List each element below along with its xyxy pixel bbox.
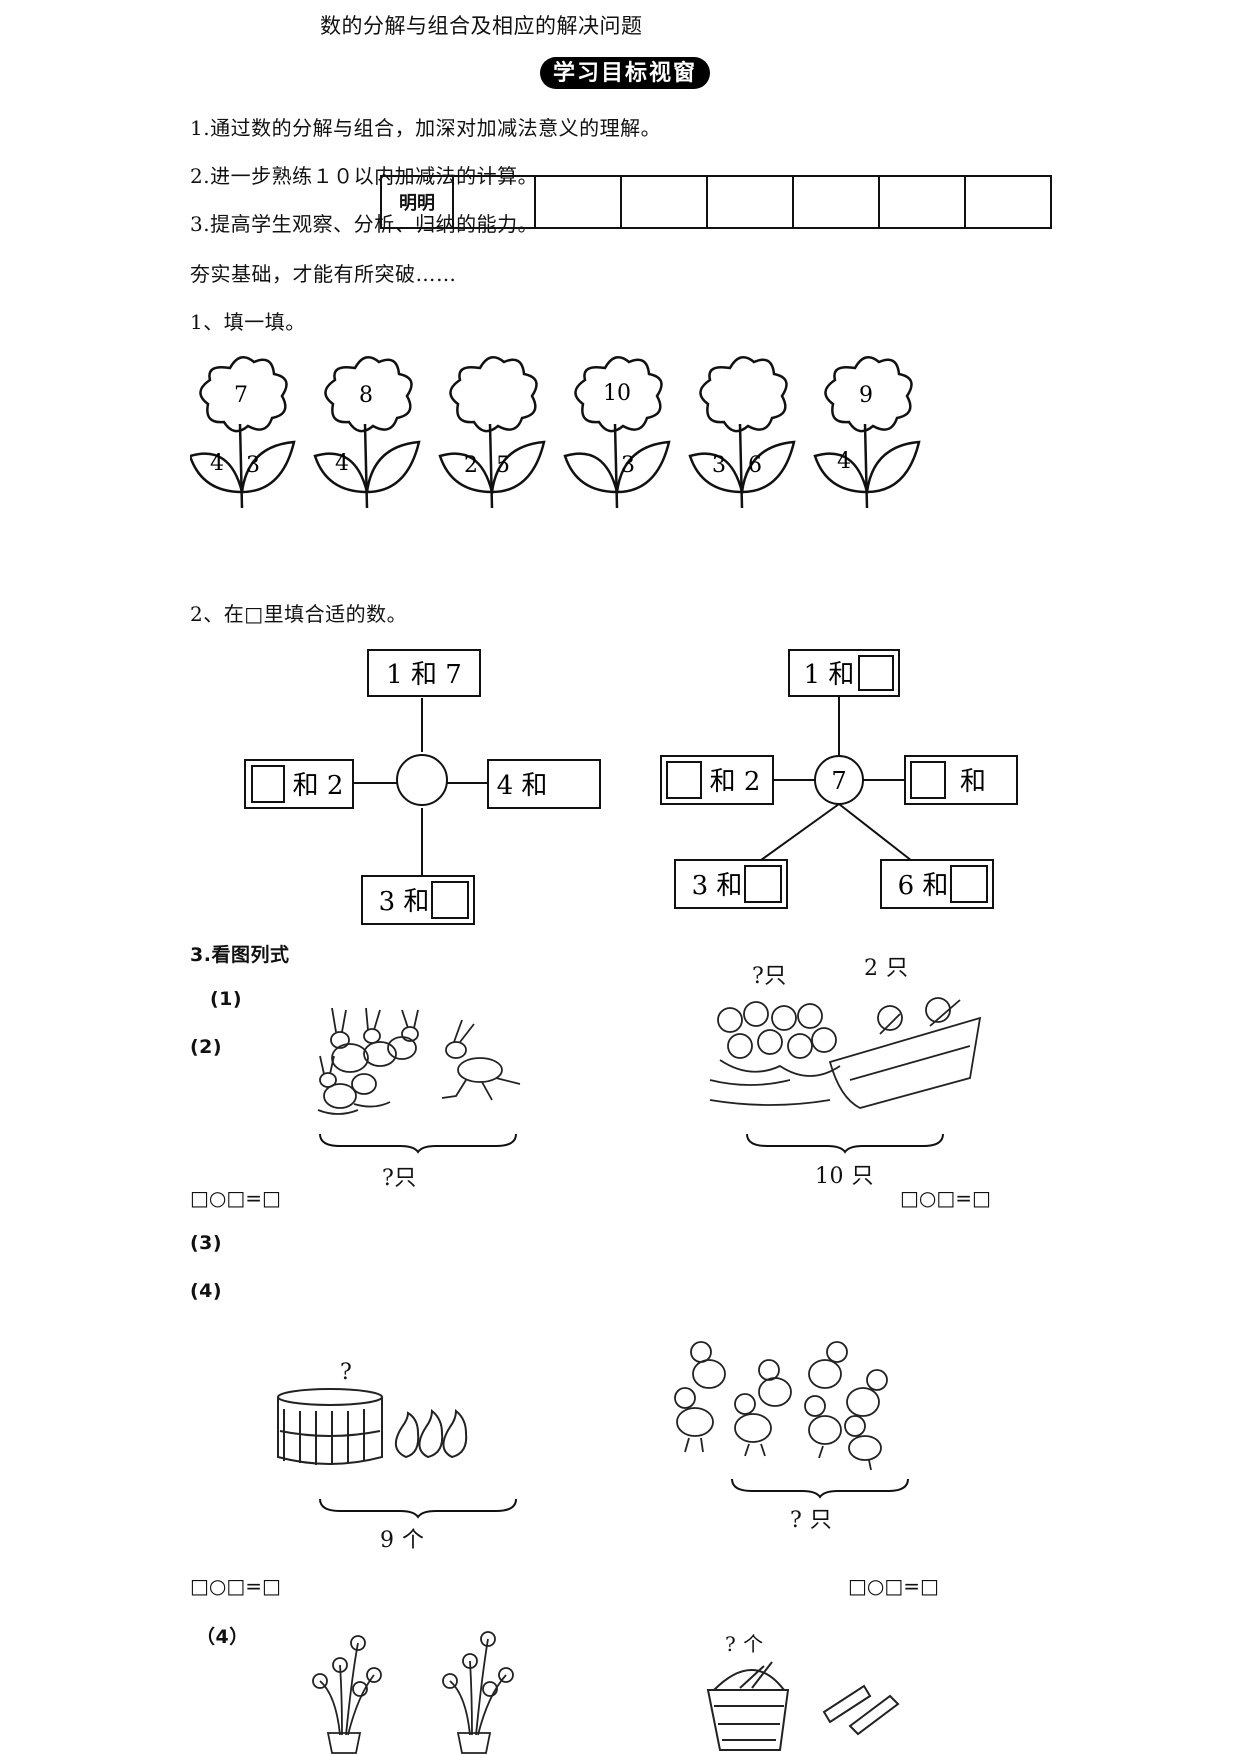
brace	[731, 1478, 909, 1499]
flower-vases-illustration	[312, 1631, 514, 1754]
blank-square[interactable]	[666, 761, 702, 799]
rabbits-illustration	[317, 1007, 521, 1115]
brace	[746, 1133, 944, 1154]
basket-unknown-label: ?	[340, 1360, 353, 1385]
center-circle[interactable]	[396, 754, 448, 806]
sub-1: (1)	[210, 988, 243, 1010]
flowers-figure: 7 4 3 8 4 2 5 10 3 3 6 9 4	[190, 355, 921, 510]
page-title: 数的分解与组合及相应的解决问题	[320, 14, 643, 38]
top-box	[367, 649, 481, 697]
grid-cell[interactable]	[452, 175, 536, 229]
monkeys-boat-illustration	[709, 997, 982, 1109]
grid-cell-name: 明明	[380, 175, 454, 229]
flower-2: 8 4	[313, 355, 421, 510]
q2-label: 2、在□里填合适的数。	[190, 602, 408, 626]
monkeys-two-label: 2 只	[864, 956, 909, 981]
monkeys-unknown-label: ?只	[752, 964, 787, 989]
grid-cell[interactable]	[706, 175, 794, 229]
blank-square[interactable]	[858, 655, 894, 691]
brace	[319, 1133, 517, 1154]
vegetable-basket-illustration	[706, 1661, 900, 1751]
flower-left: 3	[712, 453, 726, 478]
sub-3: (3)	[190, 1232, 223, 1254]
flower-right: 5	[496, 453, 510, 478]
answer-grid: 明明	[380, 175, 1052, 229]
chicks-illustration	[674, 1341, 888, 1470]
flower-5: 3 6	[688, 355, 796, 510]
flower-4: 10 3	[563, 355, 671, 510]
bottom-right-label: 6 和	[898, 871, 949, 901]
blank-square[interactable]	[910, 761, 946, 799]
equation-4[interactable]: □○□=□	[848, 1574, 939, 1598]
brace	[319, 1498, 517, 1519]
flower-3: 2 5	[438, 355, 546, 510]
blank-square[interactable]	[950, 865, 988, 903]
flower-left: 4	[837, 449, 851, 474]
motto: 夯实基础，才能有所突破……	[190, 262, 457, 286]
flower-right: 3	[246, 453, 260, 478]
top-box-label: 1 和	[804, 660, 855, 690]
blank-square[interactable]	[431, 881, 469, 919]
sub-2: (2)	[190, 1036, 223, 1058]
grid-cell[interactable]	[620, 175, 708, 229]
flower-6: 9 4	[813, 355, 921, 510]
monkeys-total-label: 10 只	[815, 1164, 874, 1189]
basket-pears-illustration	[277, 1388, 468, 1465]
rabbits-total-label: ?只	[382, 1166, 417, 1191]
equation-2[interactable]: □○□=□	[900, 1186, 991, 1210]
flower-left: 4	[210, 451, 224, 476]
right-box-label: 4 和	[497, 771, 548, 801]
pears-total-label: 9 个	[380, 1528, 425, 1553]
flower-right: 6	[748, 453, 762, 478]
blank-square[interactable]	[744, 865, 782, 903]
flower-top: 10	[603, 381, 631, 406]
bottom-left-label: 3 和	[692, 871, 743, 901]
right-box	[487, 759, 601, 809]
left-box-label: 和 2	[293, 771, 344, 801]
bottom-box-label: 3 和	[379, 887, 430, 917]
decomposition-diagram-right: 7 1 和 和 2 和 3 和 6 和	[660, 649, 1018, 909]
equation-1[interactable]: □○□=□	[190, 1186, 281, 1210]
q3-label: 3.看图列式	[190, 944, 290, 966]
goal-1: 1.通过数的分解与组合，加深对加减法意义的理解。	[190, 116, 662, 140]
flower-right: 3	[621, 453, 635, 478]
blank-square[interactable]	[251, 765, 285, 803]
learning-goals-badge: 学习目标视窗	[540, 57, 710, 89]
right-box-label: 和	[960, 767, 986, 797]
flower-top: 7	[234, 383, 248, 408]
grid-cell[interactable]	[964, 175, 1052, 229]
chicks-total-label: ? 只	[790, 1508, 833, 1533]
grid-cell[interactable]	[878, 175, 966, 229]
top-box-label: 1 和 7	[386, 660, 462, 690]
sub-4b: （4）	[196, 1626, 249, 1648]
center-value: 7	[831, 767, 846, 795]
grid-cell[interactable]	[534, 175, 622, 229]
equation-3[interactable]: □○□=□	[190, 1574, 281, 1598]
center-circle	[814, 755, 864, 805]
veg-unknown-label: ? 个	[725, 1632, 764, 1656]
left-box-label: 和 2	[710, 767, 761, 797]
flower-left: 4	[335, 451, 349, 476]
flower-left: 2	[464, 453, 478, 478]
flower-1: 7 4 3	[190, 355, 296, 510]
flower-top: 8	[359, 383, 373, 408]
decomposition-diagram-left: 1 和 7 和 2 和 4 和 3 和	[244, 649, 601, 925]
flower-top: 9	[859, 383, 873, 408]
q1-label: 1、填一填。	[190, 310, 306, 334]
grid-cell[interactable]	[792, 175, 880, 229]
sub-4: (4)	[190, 1280, 223, 1302]
